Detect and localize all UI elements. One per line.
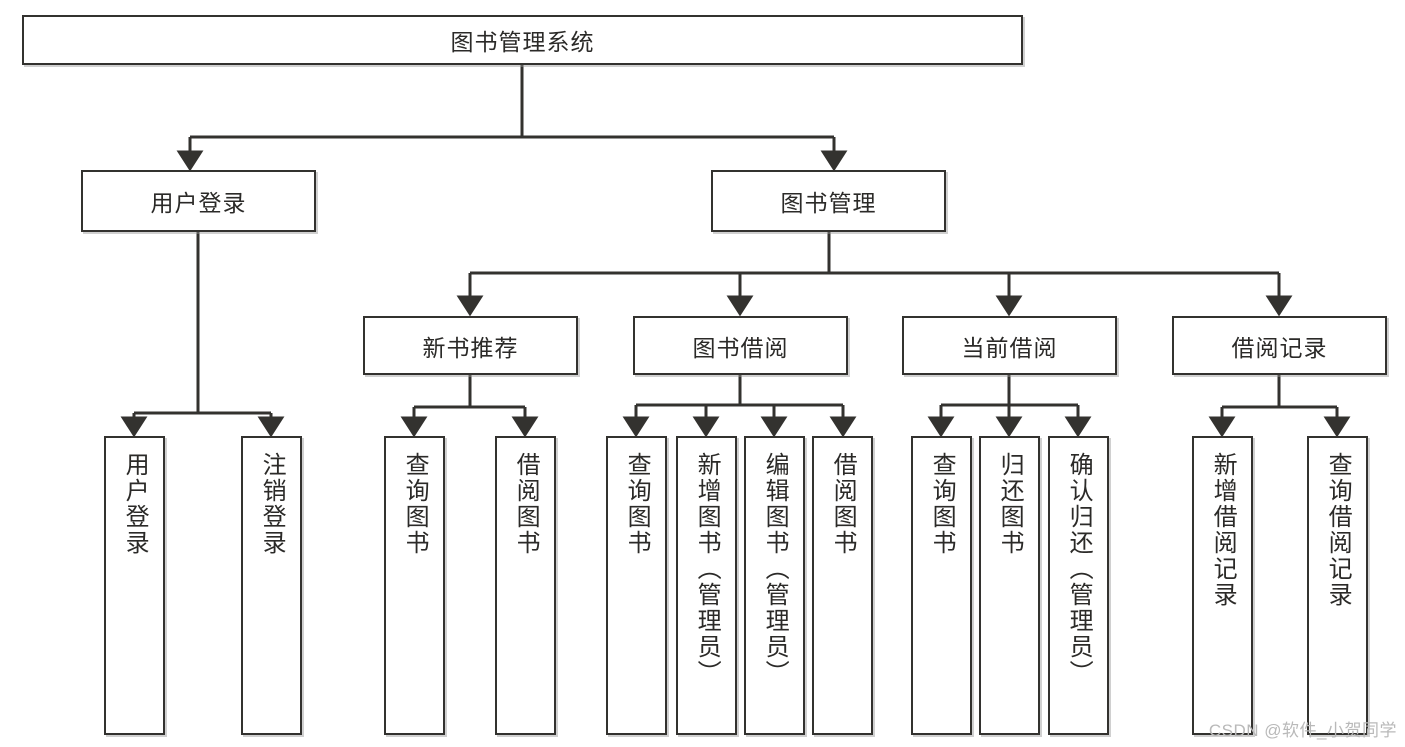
leaf-label: 归还图书 bbox=[996, 452, 1024, 556]
node-book-borrow[interactable]: 图书借阅 bbox=[633, 316, 848, 375]
leaf-label: 查询图书 bbox=[401, 452, 429, 556]
leaf-label: 查询图书 bbox=[928, 452, 956, 556]
node-new-book-recommend[interactable]: 新书推荐 bbox=[363, 316, 578, 375]
leaf-query-borrow-record[interactable]: 查询借阅记录 bbox=[1307, 436, 1368, 735]
node-label: 图书管理系统 bbox=[450, 29, 595, 55]
node-label: 图书借阅 bbox=[692, 334, 789, 361]
node-label: 借阅记录 bbox=[1231, 334, 1328, 361]
node-book-management[interactable]: 图书管理 bbox=[711, 170, 946, 232]
leaf-label: 编辑图书（管理员） bbox=[761, 452, 789, 686]
leaf-query-book-borrow[interactable]: 查询图书 bbox=[606, 436, 667, 735]
node-root[interactable]: 图书管理系统 bbox=[22, 15, 1023, 65]
leaf-borrow-book-recommend[interactable]: 借阅图书 bbox=[495, 436, 556, 735]
leaf-label: 确认归还（管理员） bbox=[1065, 452, 1093, 686]
leaf-query-book-current[interactable]: 查询图书 bbox=[911, 436, 972, 735]
leaf-query-book-recommend[interactable]: 查询图书 bbox=[384, 436, 445, 735]
leaf-confirm-return-admin[interactable]: 确认归还（管理员） bbox=[1048, 436, 1109, 735]
leaf-label: 注销登录 bbox=[258, 452, 286, 556]
leaf-return-book[interactable]: 归还图书 bbox=[979, 436, 1040, 735]
watermark: CSDN @软件_小贺同学 bbox=[1208, 721, 1397, 740]
leaf-label: 查询借阅记录 bbox=[1324, 452, 1352, 608]
leaf-edit-book-admin[interactable]: 编辑图书（管理员） bbox=[744, 436, 805, 735]
node-label: 用户登录 bbox=[150, 190, 247, 216]
node-borrow-record[interactable]: 借阅记录 bbox=[1172, 316, 1387, 375]
node-user-login[interactable]: 用户登录 bbox=[81, 170, 316, 232]
leaf-label: 用户登录 bbox=[121, 452, 149, 556]
leaf-user-logout[interactable]: 注销登录 bbox=[241, 436, 302, 735]
node-label: 图书管理 bbox=[780, 190, 877, 216]
leaf-add-borrow-record[interactable]: 新增借阅记录 bbox=[1192, 436, 1253, 735]
leaf-label: 新增图书（管理员） bbox=[693, 452, 721, 686]
leaf-label: 借阅图书 bbox=[512, 452, 540, 556]
leaf-user-login[interactable]: 用户登录 bbox=[104, 436, 165, 735]
leaf-borrow-book[interactable]: 借阅图书 bbox=[812, 436, 873, 735]
node-current-borrow[interactable]: 当前借阅 bbox=[902, 316, 1117, 375]
node-label: 新书推荐 bbox=[422, 334, 519, 361]
leaf-label: 借阅图书 bbox=[829, 452, 857, 556]
leaf-label: 新增借阅记录 bbox=[1209, 452, 1237, 608]
leaf-label: 查询图书 bbox=[623, 452, 651, 556]
leaf-add-book-admin[interactable]: 新增图书（管理员） bbox=[676, 436, 737, 735]
node-label: 当前借阅 bbox=[961, 334, 1058, 361]
